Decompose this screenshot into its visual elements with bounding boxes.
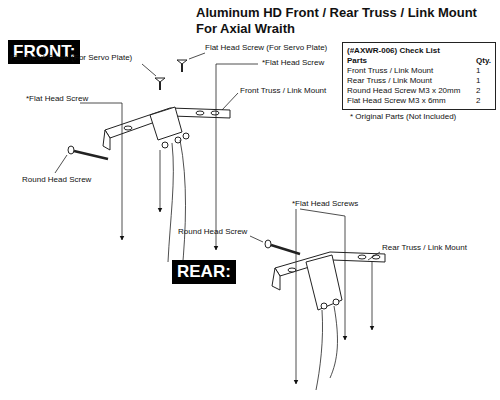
front-screws-part: [181, 64, 183, 72]
note: * Original Parts (Not Included): [350, 112, 456, 121]
part-name: Rear Truss / Link Mount: [382, 243, 467, 252]
front-screws: [68, 60, 187, 159]
rear-mount-part: [333, 299, 339, 305]
front-screws-part: [159, 82, 161, 90]
front-leaders: [55, 53, 258, 272]
table-cell: 2: [476, 96, 491, 106]
part-name: Front Truss / Link Mount: [240, 86, 326, 95]
front-leaders-part: [222, 93, 238, 110]
rear-mount: [272, 252, 385, 310]
rear-mount-part: [288, 268, 296, 272]
rear-mount-part: [321, 303, 327, 309]
rear-screws-part: [265, 240, 271, 248]
front-mount-part: [211, 111, 219, 115]
table-cell: Flat Head Screw M3 x 6mm: [347, 96, 470, 106]
table-heading: (#AXWR-006) Check List: [347, 46, 491, 56]
front-screws-part: [177, 60, 187, 64]
rear-mount-part: [358, 255, 366, 259]
front-mount-part: [196, 111, 204, 115]
table-cell: Parts: [347, 56, 470, 66]
front-mount-part: [150, 107, 182, 140]
rear-screws: [265, 240, 300, 254]
rear-leaders-part: [330, 306, 337, 378]
part-name: Flat Head Screw (For Servo Plate): [205, 43, 327, 52]
front-leaders-part: [180, 140, 186, 272]
rear-mount-part: [272, 268, 280, 290]
part-name: *Flat Head Screw: [262, 58, 324, 67]
front-mount-part: [103, 130, 110, 150]
rear-leaders-part: [368, 252, 380, 260]
part-name: *Flat Head Screw: [26, 94, 88, 103]
front-mount-part: [124, 126, 132, 130]
section-title: REAR:: [172, 260, 236, 284]
rear-leaders-part: [250, 236, 263, 242]
table-cell: Round Head Screw M3 x 20mm: [347, 86, 470, 96]
part-name: Flat Head Screw (For Servo Plate): [10, 53, 132, 62]
front-leaders-part: [168, 143, 173, 262]
table-cell: 1: [476, 76, 491, 86]
rear-mount-part: [306, 255, 342, 310]
table-cell: 1: [476, 66, 491, 76]
part-name: *Flat Head Screws: [292, 199, 358, 208]
rear-leaders: [250, 209, 380, 390]
part-name: Round Head Screw: [22, 175, 91, 184]
table-cell: Rear Truss / Link Mount: [347, 76, 470, 86]
table-cell: Front Truss / Link Mount: [347, 66, 470, 76]
rear-leaders-part: [316, 310, 323, 390]
rear-leaders-part: [296, 209, 297, 384]
front-mount-part: [183, 133, 189, 139]
front-leaders-part: [80, 103, 122, 240]
front-leaders-part: [160, 150, 161, 212]
front-screws-part: [74, 151, 108, 159]
front-screws-part: [68, 146, 74, 154]
front-screws-part: [155, 78, 165, 82]
front-leaders-part: [55, 155, 67, 173]
check-list-table: (#AXWR-006) Check ListParts Qty. Front Tru…: [342, 42, 496, 110]
part-name: Round Head Screw: [178, 227, 247, 236]
table-cell: Qty.: [476, 56, 491, 66]
rear-leaders-part: [372, 262, 373, 330]
table-cell: 2: [476, 86, 491, 96]
front-leaders-part: [189, 53, 205, 59]
front-mount-part: [162, 142, 168, 148]
title: Aluminum HD Front / Rear Truss / Link Mo…: [196, 5, 496, 37]
front-leaders-part: [142, 64, 156, 76]
